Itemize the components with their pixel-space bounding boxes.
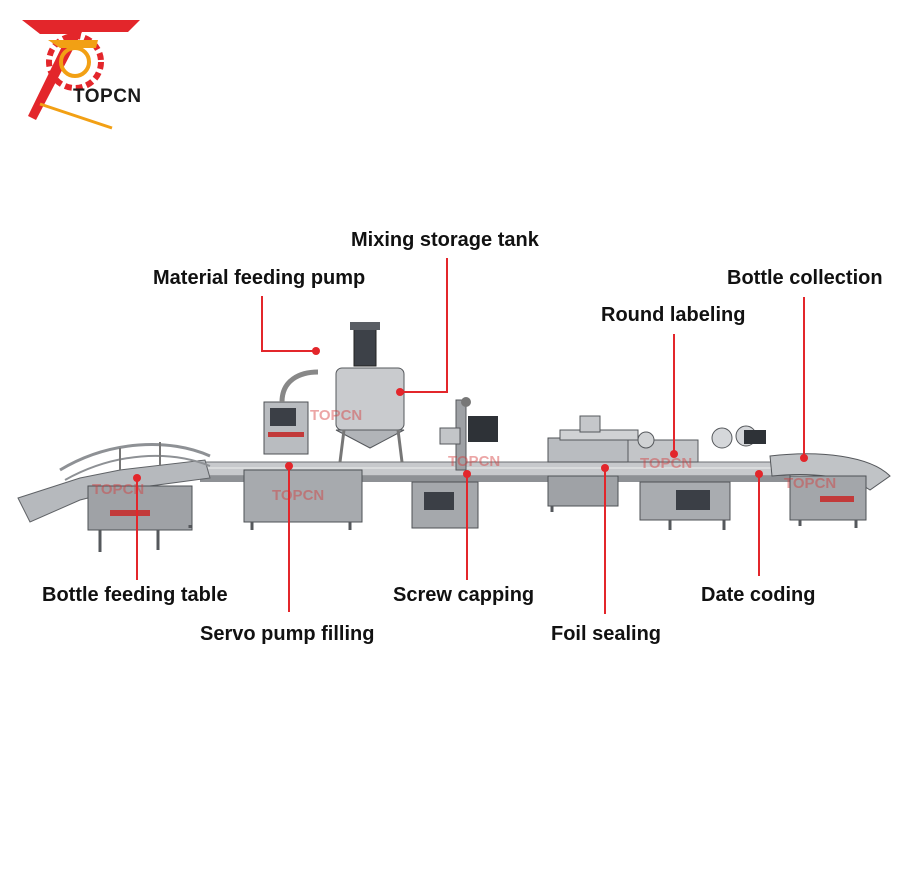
- brand-name: TOPCN: [73, 86, 142, 107]
- foil-sealing-machine: [547, 415, 649, 512]
- leader-mixing-storage-tank: [400, 258, 448, 393]
- label-round-labeling: Round labeling: [601, 304, 746, 326]
- label-bottle-feeding-table: Bottle feeding table: [42, 584, 228, 606]
- svg-text:TOPCN: TOPCN: [310, 407, 362, 424]
- label-screw-capping: Screw capping: [393, 584, 535, 606]
- svg-text:TOPCN: TOPCN: [640, 455, 692, 472]
- dot-bottle-feeding-table: [133, 474, 141, 482]
- label-date-coding: Date coding: [701, 584, 816, 606]
- dot-screw-capping: [463, 470, 471, 478]
- svg-text:TOPCN: TOPCN: [784, 475, 836, 492]
- dot-mixing-storage-tank: [396, 388, 404, 396]
- dot-servo-pump-filling: [285, 462, 293, 470]
- dot-bottle-collection: [800, 454, 808, 462]
- svg-text:TOPCN: TOPCN: [272, 487, 324, 504]
- label-bottle-collection: Bottle collection: [727, 267, 883, 289]
- leader-material-feeding-pump: [261, 296, 316, 352]
- servo-pump-filling-machine: [243, 369, 363, 530]
- label-mixing-storage-tank: Mixing storage tank: [351, 229, 539, 251]
- leader-lines: [133, 258, 808, 614]
- mixing-storage-tank-machine: [335, 322, 405, 463]
- dot-date-coding: [755, 470, 763, 478]
- date-coding-machine: [711, 425, 766, 449]
- label-servo-pump-filling: Servo pump filling: [200, 623, 375, 645]
- round-labeling-machine: [627, 431, 731, 530]
- bottle-collection-machine: [769, 453, 891, 528]
- dot-material-feeding-pump: [312, 347, 320, 355]
- watermarks: TOPCN TOPCN TOPCN TOPCN TOPCN TOPCN: [92, 407, 836, 504]
- topcn-logo-icon: [22, 20, 140, 130]
- dot-foil-sealing: [601, 464, 609, 472]
- bottle-feeding-table-machine: [17, 442, 211, 552]
- dot-round-labeling: [670, 450, 678, 458]
- svg-text:TOPCN: TOPCN: [92, 481, 144, 498]
- label-foil-sealing: Foil sealing: [551, 623, 662, 645]
- label-material-feeding-pump: Material feeding pump: [153, 267, 366, 289]
- svg-text:TOPCN: TOPCN: [448, 453, 500, 470]
